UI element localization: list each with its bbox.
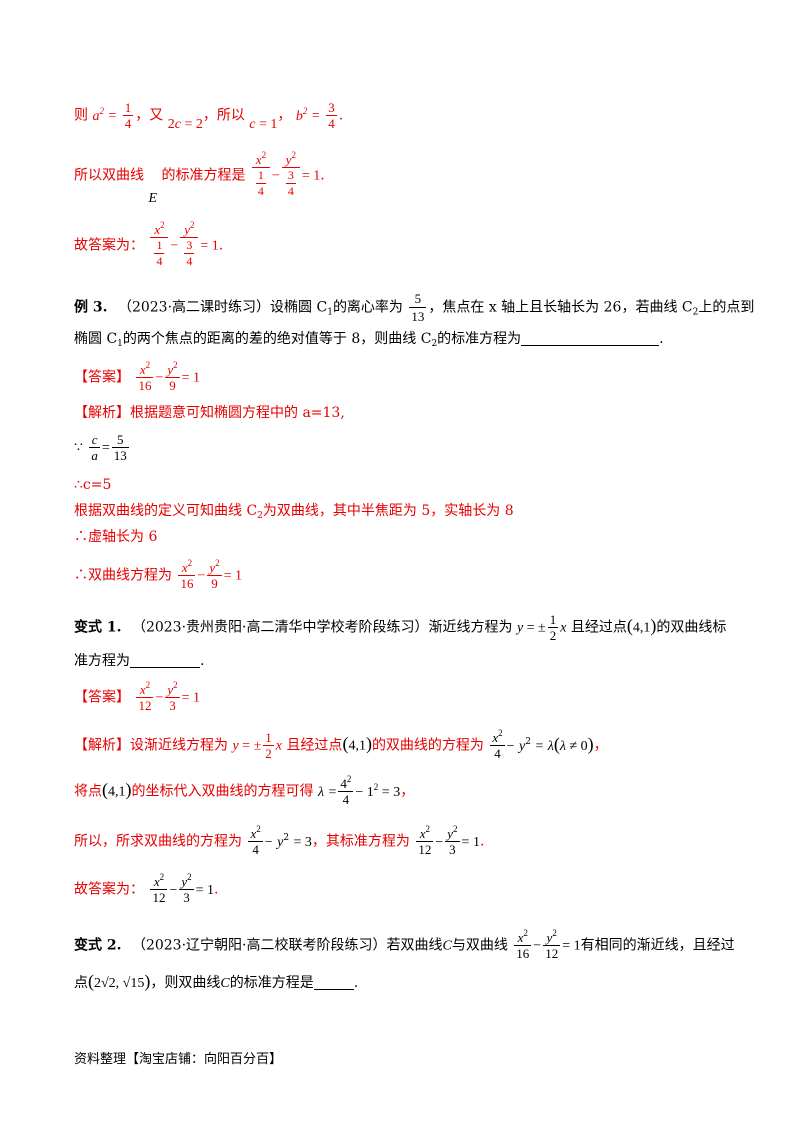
answer-blank[interactable] — [521, 331, 660, 346]
variant-1-line-2: 准方程为. — [74, 653, 205, 669]
answer-blank[interactable] — [130, 653, 200, 668]
footer-source: 资料整理【淘宝店铺：向阳百分百】 — [74, 1052, 283, 1067]
example-3-definition: 根据双曲线的定义可知曲线 C2为双曲线，其中半焦距为 5，实轴长为 8 — [74, 503, 514, 521]
variant-2-line-2: 点(2√2, √15)，则双曲线C的标准方程是. — [74, 971, 359, 991]
example-3-virtual-axis: ∴虚轴长为 6 — [74, 529, 158, 545]
example-3-c-value: ∴c=5 — [74, 477, 112, 493]
answer-blank[interactable] — [313, 975, 354, 990]
example-3-line-2: 椭圆 C1的两个焦点的距离的差的绝对值等于 8，则曲线 C2的标准方程为. — [74, 331, 664, 349]
variant-1-line-1: 变式 1. （2023·贵州贵阳·高二清华中学校考阶段练习）渐近线方程为 y =… — [74, 612, 727, 643]
example-3-analysis: 【解析】根据题意可知椭圆方程中的 a=13, — [74, 405, 345, 421]
